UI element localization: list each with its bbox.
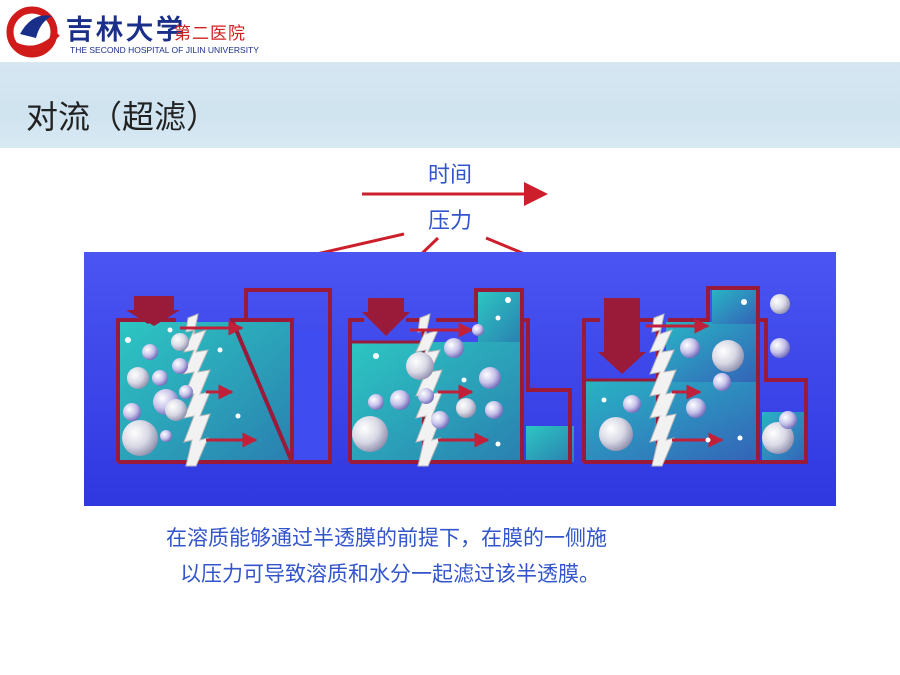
header: 吉林大学 第二医院 THE SECOND HOSPITAL OF JILIN U… [0,0,900,62]
logo-hospital-name: 第二医院 [174,24,246,44]
pressure-label: 压力 [428,209,472,234]
logo-english-name: THE SECOND HOSPITAL OF JILIN UNIVERSITY [70,45,259,55]
time-label: 时间 [428,163,472,188]
stage-1 [116,288,332,467]
university-logo-icon [6,6,60,58]
convection-diagram: 时间 压力 [84,163,836,506]
caption-line-1: 在溶质能够通过半透膜的前提下，在膜的一侧施 [166,526,607,550]
logo-chinese-name: 吉林大学 [66,15,186,46]
caption-line-2: 以压力可导致溶质和水分一起滤过该半透膜。 [180,562,600,586]
stage-2 [348,288,574,467]
page-title: 对流（超滤） [26,98,219,136]
title-band [0,62,900,148]
stage-3 [582,286,808,467]
